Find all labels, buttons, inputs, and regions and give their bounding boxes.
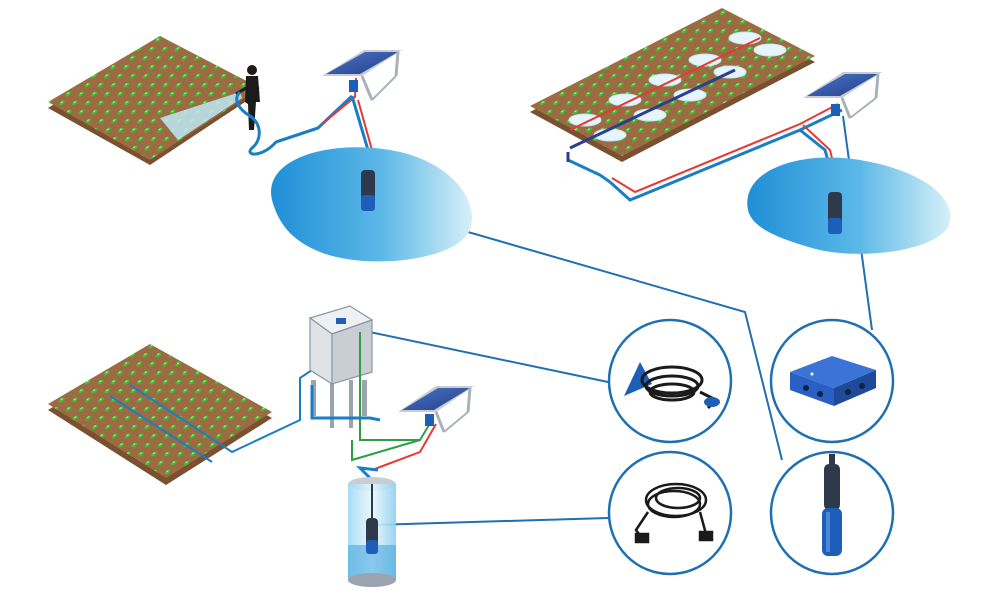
callout-submersible-pump [769,450,895,576]
scene-sprinkler-irrigation [530,8,951,254]
submersible-pump-icon [822,454,842,556]
callout-connectors [359,115,873,526]
submersible-pump [366,518,378,554]
controller-box-icon [790,356,876,406]
water-spray [160,92,242,140]
solar-panel [398,386,474,433]
callout-float-switch [607,318,733,444]
connector-line-cable [371,517,609,526]
float-switch-small [336,318,346,324]
solar-panel [322,50,402,101]
float-switch-icon [624,362,720,410]
callout-extension-cable [607,450,733,576]
submersible-pump [828,192,842,234]
water-tower [308,305,374,428]
cable-coil-icon [634,482,714,544]
scene-drip-irrigation [48,305,474,587]
scene-hose-irrigation [48,36,472,262]
submersible-pump [361,170,375,211]
field [48,344,272,485]
pond [747,157,951,254]
drip-lines [109,369,313,463]
hose [235,90,319,156]
callout-pump-controller [769,318,895,444]
connector-line-pump [377,205,783,461]
solar-panel [803,72,882,119]
tower-cables [310,332,437,480]
connector-line-float-switch [359,329,609,383]
field [48,36,260,165]
